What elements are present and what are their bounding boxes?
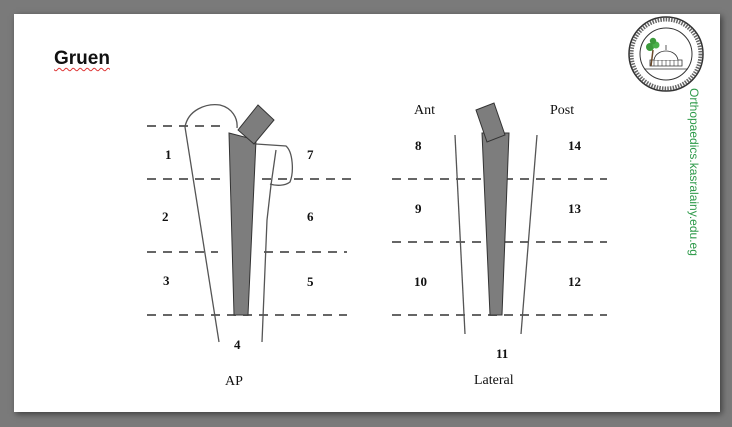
lateral-stem-neck [475, 102, 506, 143]
lateral-zone-label: 12 [568, 274, 581, 289]
lateral-caption: Lateral [474, 373, 514, 388]
ap-zone-label: 6 [307, 209, 314, 224]
ap-zone-label: 7 [307, 147, 314, 162]
lateral-zone-label: 8 [415, 138, 422, 153]
lateral-post-label: Post [550, 103, 574, 118]
website-url: Orthopaedics.kasralainy.edu.eg [683, 88, 703, 258]
ap-stem-neck [237, 104, 275, 145]
lateral-ant-label: Ant [414, 103, 435, 118]
ap-caption: AP [225, 374, 243, 389]
ap-zone-label: 5 [307, 274, 314, 289]
lateral-stem [481, 132, 510, 316]
ap-femur-outline [184, 104, 293, 343]
ap-view: 1 2 3 4 5 6 7 AP [147, 104, 357, 389]
ap-femur-lateral-cortex [261, 149, 277, 343]
department-seal-logo [628, 16, 704, 92]
slide [14, 14, 720, 412]
slide-title: Gruen [54, 48, 110, 69]
website-url-text: Orthopaedics.kasralainy.edu.eg [687, 88, 701, 256]
lateral-zone-label: 10 [414, 274, 427, 289]
lateral-zone-label: 14 [568, 138, 582, 153]
lateral-view: Ant Post 8 9 10 11 12 13 14 Lateral [392, 102, 607, 388]
lateral-zone-boundaries [392, 178, 607, 316]
lateral-zone-label: 13 [568, 201, 582, 216]
ap-stem [228, 132, 257, 316]
ap-zone-label: 4 [234, 337, 241, 352]
ap-zone-label: 3 [163, 273, 170, 288]
ap-zone-label: 1 [165, 147, 172, 162]
lateral-zone-label: 11 [496, 346, 508, 361]
lateral-zone-label: 9 [415, 201, 422, 216]
lateral-anterior-cortex [454, 134, 466, 335]
lateral-posterior-cortex [520, 134, 538, 335]
ap-zone-label: 2 [162, 209, 169, 224]
